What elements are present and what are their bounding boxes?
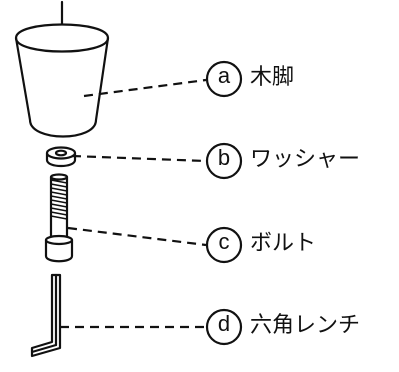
part-letter-d: d	[217, 311, 231, 336]
label-circle-c	[205, 226, 243, 264]
label-circle-a	[205, 60, 243, 98]
label-circle-b	[205, 142, 243, 180]
part-name-d: 六角レンチ	[250, 313, 361, 338]
label-circle-d	[205, 308, 243, 346]
washer-icon	[45, 146, 77, 168]
part-name-a: 木脚	[250, 65, 295, 90]
part-letter-c: c	[218, 229, 230, 254]
part-letter-b: b	[217, 145, 231, 170]
hex-wrench-icon	[30, 273, 62, 358]
leader-line-a	[83, 78, 207, 98]
wooden-leg-icon	[14, 0, 110, 138]
part-letter-a: a	[217, 63, 231, 88]
leader-line-c	[67, 226, 207, 247]
part-name-b: ワッシャー	[250, 147, 361, 172]
bolt-icon	[44, 173, 74, 263]
leader-line-b	[71, 154, 207, 163]
part-name-c: ボルト	[250, 231, 317, 256]
